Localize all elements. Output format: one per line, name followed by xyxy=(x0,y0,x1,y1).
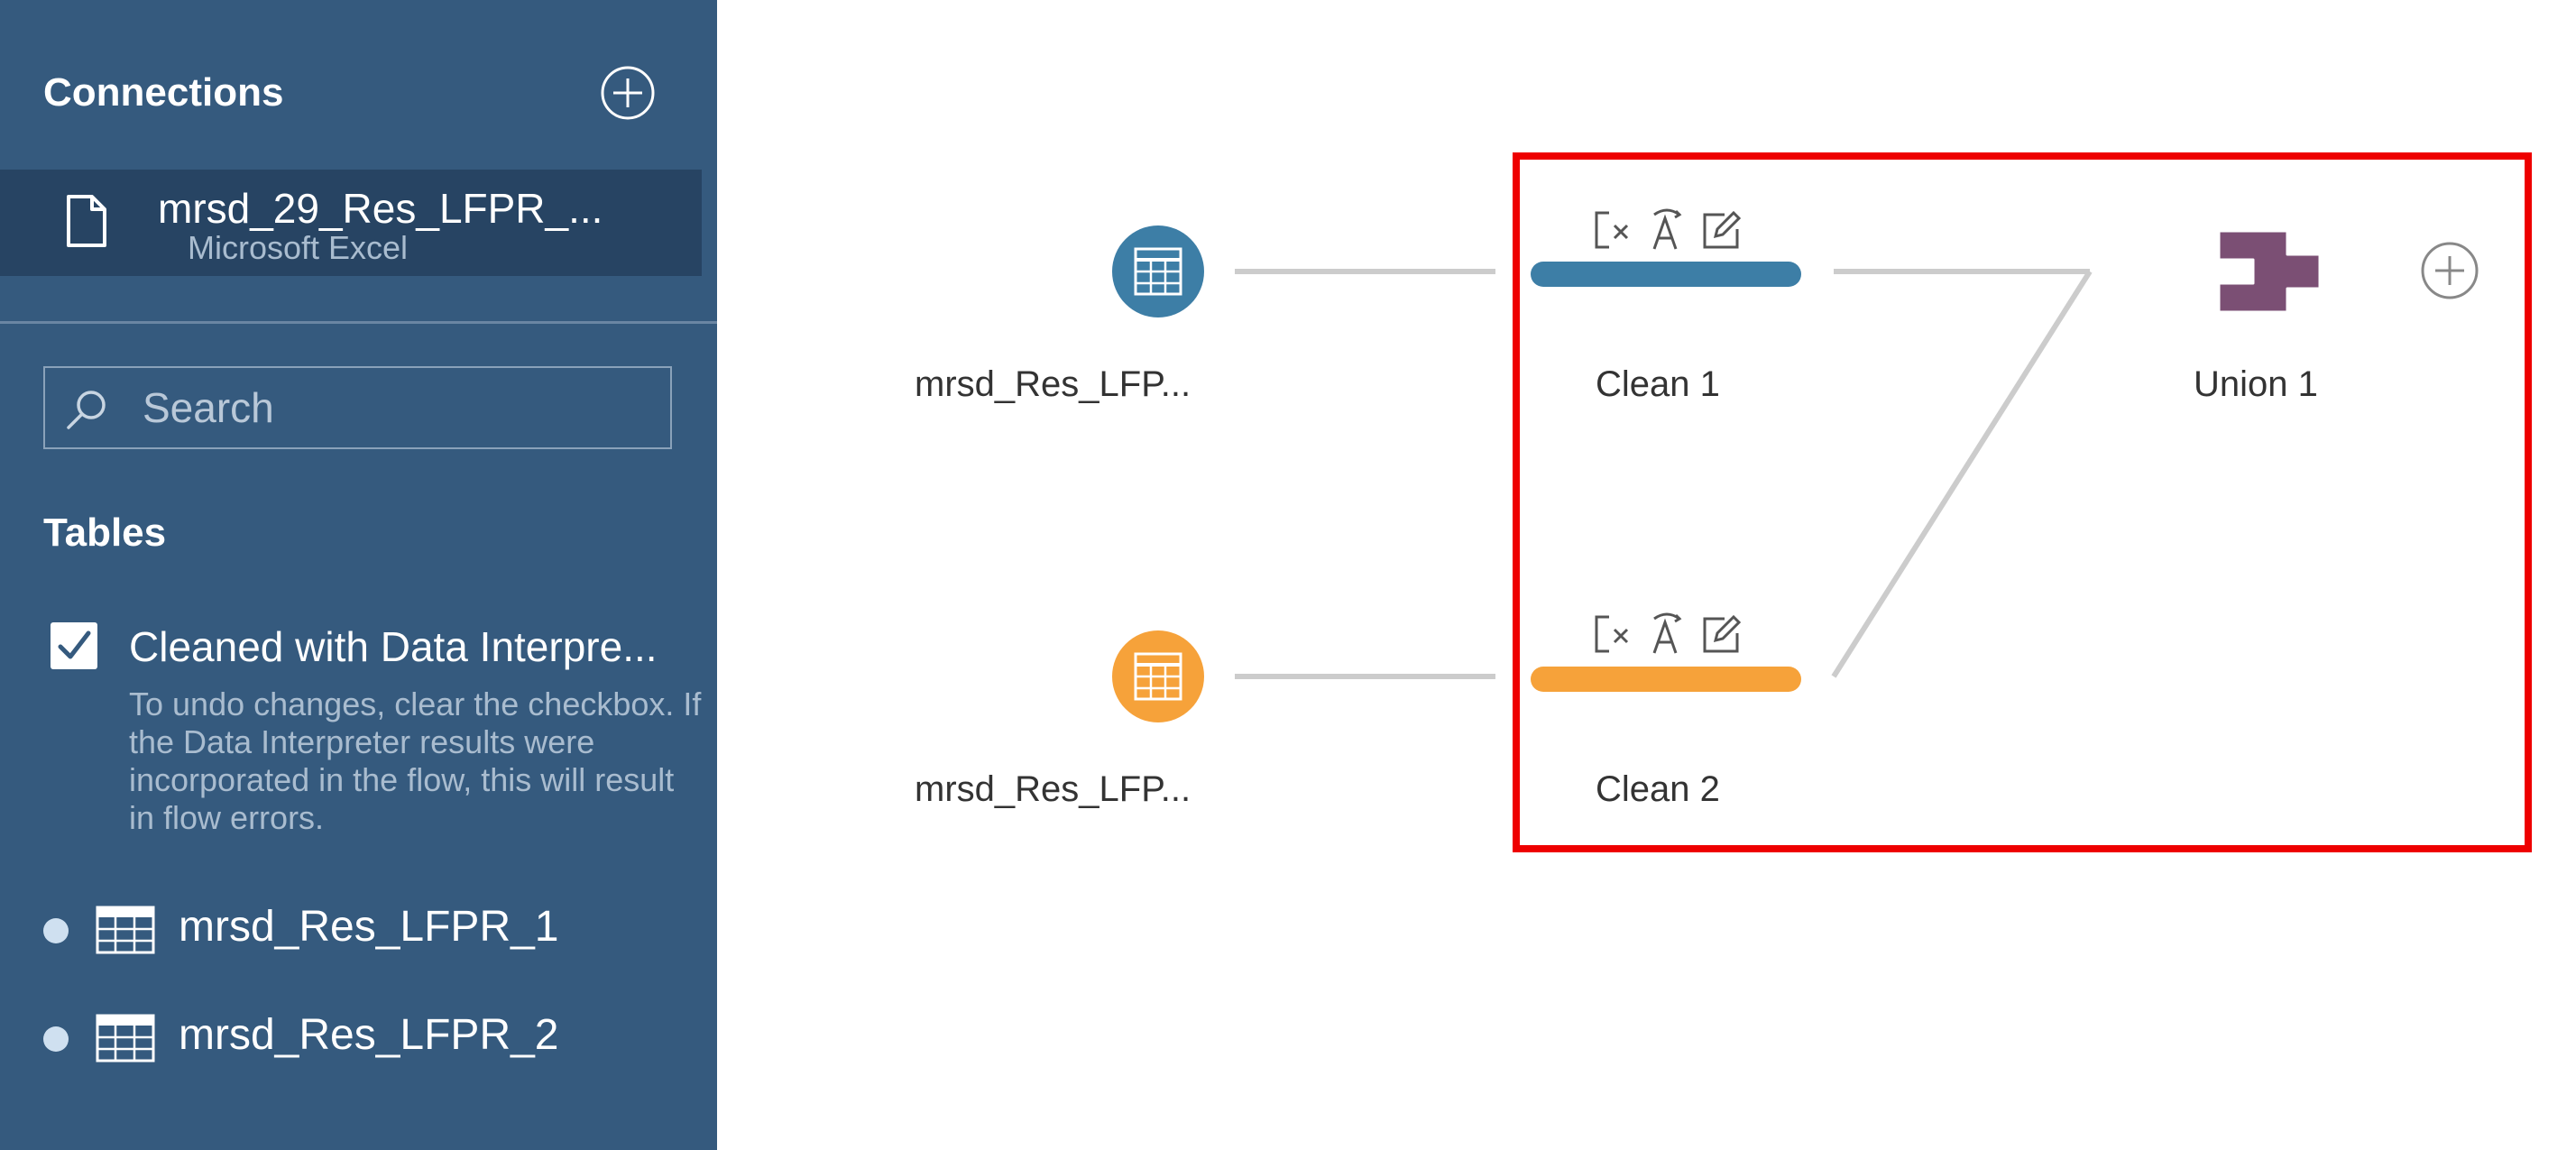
clean-1-action-icons xyxy=(1591,206,1753,256)
table-icon xyxy=(96,906,155,954)
input-node-2-label: mrsd_Res_LFP... xyxy=(915,769,1191,809)
table-search-box[interactable] xyxy=(43,366,672,449)
edit-value-icon[interactable] xyxy=(1699,610,1743,660)
table-item[interactable]: mrsd_Res_LFPR_1 xyxy=(0,893,717,965)
connection-item[interactable]: mrsd_29_Res_LFPR_... Microsoft Excel xyxy=(0,170,702,276)
table-status-dot xyxy=(43,918,69,943)
connections-sidebar: Connections mrsd_29_Res_LFPR_... Microso… xyxy=(0,0,717,1150)
data-interpreter-label: Cleaned with Data Interpre... xyxy=(129,623,658,670)
flow-connectors xyxy=(1235,269,2093,679)
input-node-1-label: mrsd_Res_LFP... xyxy=(915,364,1191,404)
search-icon xyxy=(67,391,106,429)
table-grid-icon xyxy=(1134,247,1182,296)
connection-name: mrsd_29_Res_LFPR_... xyxy=(158,185,603,232)
plus-circle-icon xyxy=(601,66,655,120)
table-item-label: mrsd_Res_LFPR_2 xyxy=(179,1011,559,1059)
add-step-button[interactable] xyxy=(2420,241,2479,300)
checkmark-icon xyxy=(58,630,91,659)
clean-2-step[interactable] xyxy=(1531,667,1801,692)
union-icon[interactable] xyxy=(2213,227,2325,316)
connections-heading: Connections xyxy=(43,70,284,115)
file-icon xyxy=(67,195,106,247)
clean-2-action-icons xyxy=(1591,610,1753,660)
edit-value-icon[interactable] xyxy=(1699,206,1743,256)
union-1-label: Union 1 xyxy=(2194,364,2318,404)
sidebar-divider xyxy=(0,321,717,324)
remove-field-icon[interactable] xyxy=(1591,610,1634,660)
search-input[interactable] xyxy=(143,381,648,435)
data-interpreter-help: To undo changes, clear the checkbox. If … xyxy=(129,685,702,836)
connector-clean2-union xyxy=(1831,270,2093,678)
table-grid-icon xyxy=(1134,652,1182,701)
input-node-2[interactable] xyxy=(1112,630,1204,722)
flow-canvas[interactable]: mrsd_Res_LFP... mrsd_Res_LFP... xyxy=(717,0,2576,1150)
clean-1-step[interactable] xyxy=(1531,262,1801,287)
data-interpreter-checkbox[interactable] xyxy=(51,622,97,669)
rename-field-icon[interactable] xyxy=(1645,610,1688,660)
table-item[interactable]: mrsd_Res_LFPR_2 xyxy=(0,1001,717,1073)
table-status-dot xyxy=(43,1026,69,1052)
rename-field-icon[interactable] xyxy=(1645,206,1688,256)
table-item-label: mrsd_Res_LFPR_1 xyxy=(179,903,559,951)
tables-heading: Tables xyxy=(43,511,167,555)
clean-1-label: Clean 1 xyxy=(1596,364,1720,404)
clean-2-label: Clean 2 xyxy=(1596,769,1720,809)
input-node-1[interactable] xyxy=(1112,225,1204,317)
add-connection-button[interactable] xyxy=(600,65,656,121)
connection-type: Microsoft Excel xyxy=(188,229,409,266)
remove-field-icon[interactable] xyxy=(1591,206,1634,256)
table-icon xyxy=(96,1014,155,1063)
